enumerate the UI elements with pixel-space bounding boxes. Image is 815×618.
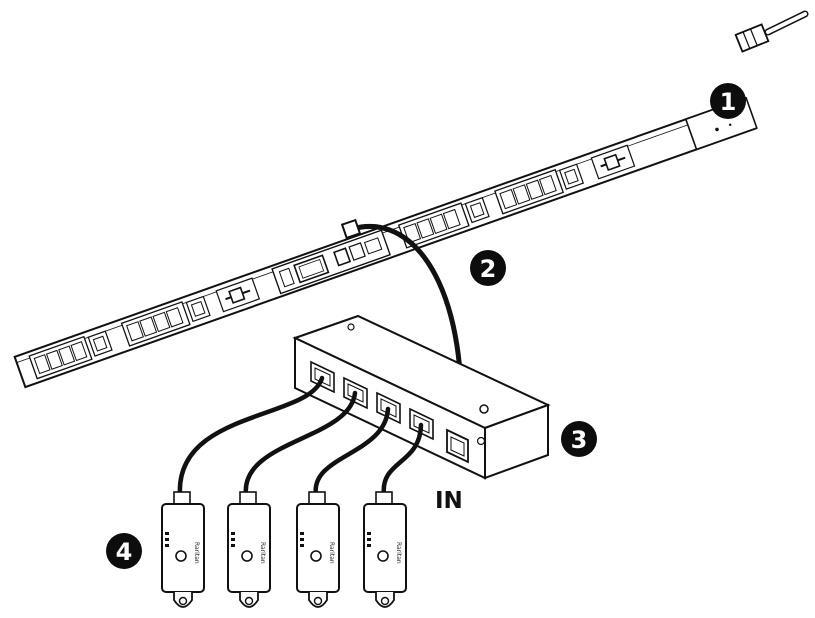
cable-sensor-2	[243, 390, 358, 498]
breaker-1	[215, 277, 261, 313]
pdu-controller	[271, 229, 391, 295]
svg-text:1: 1	[720, 88, 737, 116]
cable-sensor-1	[177, 375, 325, 498]
environmental-sensor-3: Raritan	[296, 491, 340, 608]
environmental-sensor-1: Raritan	[161, 491, 205, 608]
outlet-group-2	[120, 295, 211, 347]
callout-2: 2	[470, 250, 506, 286]
cable-sensor-4	[381, 422, 424, 498]
callout-3: 3	[561, 421, 597, 457]
sensor-hub-icon	[292, 314, 551, 480]
sensor-brand-label: Raritan	[328, 542, 335, 564]
cable-sensor-3	[313, 406, 391, 498]
callout-4: 4	[106, 533, 142, 569]
callout-1: 1	[710, 83, 746, 119]
environmental-sensor-4: Raritan	[363, 491, 407, 608]
sensor-brand-label: Raritan	[193, 542, 200, 564]
sensor-cables	[177, 375, 424, 498]
breaker-2	[590, 144, 636, 180]
svg-text:2: 2	[480, 255, 497, 283]
outlet-group-3	[397, 196, 490, 249]
sensor-brand-label: Raritan	[259, 542, 266, 564]
sensor-brand-label: Raritan	[395, 542, 402, 564]
svg-text:4: 4	[116, 538, 133, 566]
sensor-port	[333, 247, 352, 267]
in-port-label: IN	[435, 488, 463, 514]
environmental-sensor-2: Raritan	[227, 491, 271, 608]
pdu-cord-relief	[734, 23, 770, 53]
outlet-group-1	[28, 330, 113, 380]
hub-port-in	[446, 428, 469, 464]
outlet-group-4	[494, 163, 585, 215]
pdu-strip-icon	[13, 10, 809, 389]
svg-text:3: 3	[571, 426, 588, 454]
